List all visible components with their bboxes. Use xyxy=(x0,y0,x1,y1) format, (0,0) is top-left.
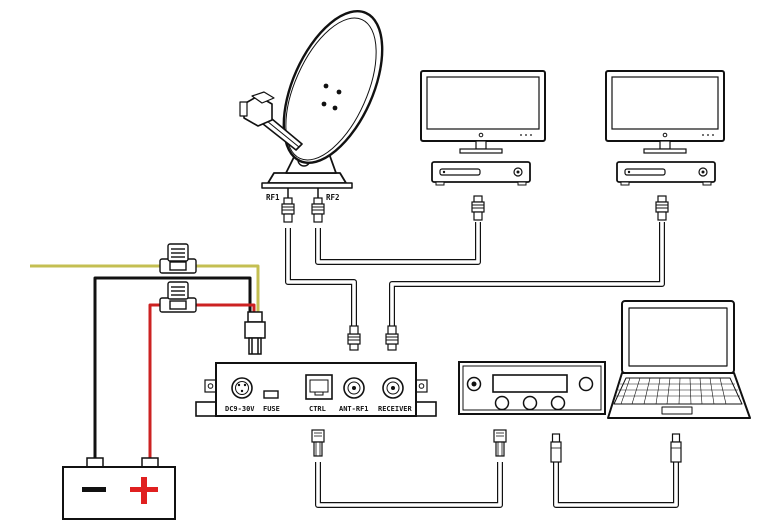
rf1-label: RF1 xyxy=(266,193,280,202)
stb1-connector xyxy=(471,195,485,221)
rf2-connector-top xyxy=(311,197,325,223)
fuse-label: FUSE xyxy=(263,405,280,413)
control-box xyxy=(195,362,437,417)
receiver-label: RECEIVER xyxy=(378,405,413,413)
usb-plug-left xyxy=(550,433,562,463)
ethernet-cable xyxy=(315,462,503,508)
fuse-holder-top xyxy=(159,243,197,274)
yellow-wire-2 xyxy=(196,264,260,312)
tv-right xyxy=(605,70,725,154)
laptop-trackpad xyxy=(661,406,693,415)
ant-rf1-label: ANT-RF1 xyxy=(339,405,369,413)
control-panel-unit xyxy=(458,361,606,415)
usb-cable xyxy=(553,462,679,508)
tv-left xyxy=(420,70,546,154)
power-wiring xyxy=(30,264,260,460)
ethernet-plug-left xyxy=(311,429,325,457)
data-cables xyxy=(315,462,679,508)
red-wire-2 xyxy=(196,303,256,312)
ctrl-label: CTRL xyxy=(309,405,326,413)
battery-minus-icon xyxy=(82,487,106,492)
rf-cables xyxy=(285,222,665,326)
set-top-box-right xyxy=(616,161,716,186)
rf2-label: RF2 xyxy=(326,193,340,202)
fuse-holder-bottom xyxy=(159,281,197,313)
panel-display xyxy=(492,374,568,393)
fuse-slot xyxy=(263,390,279,399)
usb-plug-right xyxy=(670,433,682,463)
set-top-box-left xyxy=(431,161,531,186)
stb2-connector xyxy=(655,195,669,221)
satellite-dish xyxy=(239,10,384,198)
rf1-connector-top xyxy=(281,197,295,223)
battery xyxy=(62,457,176,520)
rf2-cable xyxy=(315,222,481,265)
ethernet-plug-right xyxy=(493,429,507,457)
ant-rf1-connector xyxy=(347,325,361,351)
power-plug xyxy=(244,311,266,355)
receiver-connector xyxy=(385,325,399,351)
dc-label: DC9-30V xyxy=(225,405,255,413)
black-wire xyxy=(93,276,252,460)
laptop xyxy=(607,300,751,419)
red-wire xyxy=(148,303,160,460)
